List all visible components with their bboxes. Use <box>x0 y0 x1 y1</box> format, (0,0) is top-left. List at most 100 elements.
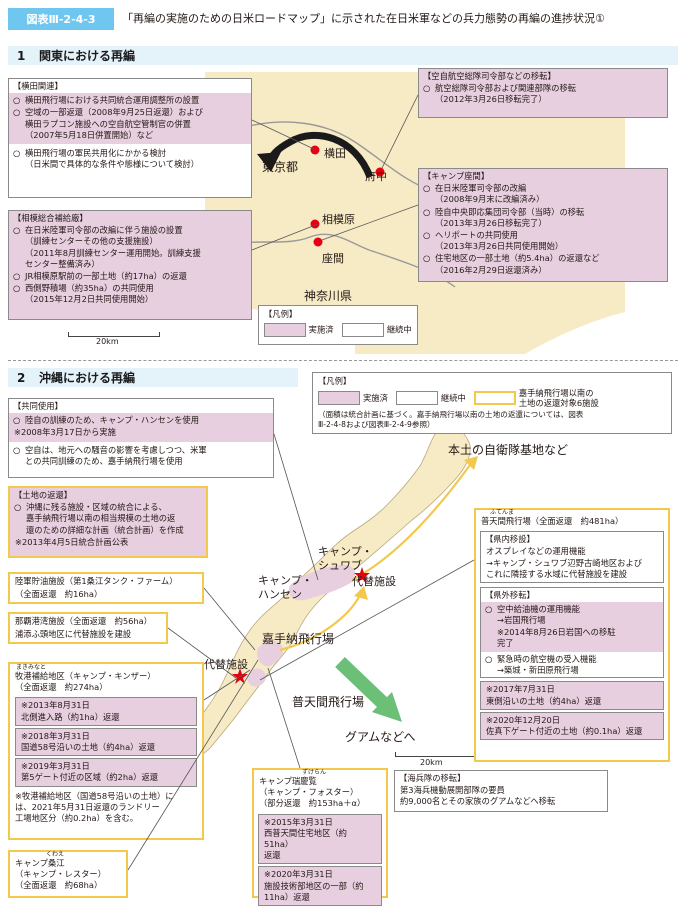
marines-text: 第3海兵機動展開部隊の要員 約9,000名とその家族のグアムなどへ移転 <box>400 785 556 807</box>
legend2-target-label: 嘉手納飛行場以南の 土地の返還対象6施設 <box>518 388 599 409</box>
arrow-to-guam-head <box>372 692 402 722</box>
kinser-box: まきみなと 牧港補給地区（キャンプ・キンザー） （全面返還 約274ha） ※2… <box>8 662 204 840</box>
zama-label: 座間 <box>322 252 344 265</box>
kinser-note: ※牧港補給地区（国道58号沿いの土地）に は、2021年5月31日返還のランドリ… <box>15 790 174 824</box>
sagami-item-3: ○西側野積場（約35ha）の共同使用 （2015年12月2日共同使用開始） <box>13 283 154 305</box>
sagami-item-2: ○JR相模原駅前の一部土地（約17ha）の返還 <box>13 271 187 282</box>
zama-item-3: ○ヘリポートの共同使用 （2013年3月26日共同使用開始） <box>423 230 564 252</box>
joint-use-item-2: 空自は、地元への騒音の影響を考慮しつつ、米軍 との共同訓練のため、嘉手納飛行場を… <box>25 444 207 466</box>
legend2-done-swatch <box>318 391 360 406</box>
legend-done-swatch <box>264 323 306 338</box>
kanagawa-label: 神奈川県 <box>304 289 353 303</box>
section2-legend: 【凡例】 実施済 継続中 嘉手納飛行場以南の 土地の返還対象6施設 （面積は統合… <box>312 372 672 434</box>
foster-return-1: ※2015年3月31日 西普天間住宅地区（約51ha） 返還 <box>258 813 382 865</box>
legend-ongoing-swatch <box>342 323 385 338</box>
kadena-label: 嘉手納飛行場 <box>262 632 335 646</box>
foster-ruby: ずけらん <box>302 769 327 776</box>
legend2-ongoing-swatch <box>395 391 438 406</box>
lester-box: くわえ キャンプ桑江 （キャンプ・レスター） （全面返還 約68ha） <box>8 850 128 898</box>
futenma-return-1: ※2017年7月31日 東側沿いの土地（約4ha）返還 <box>480 681 664 710</box>
legend-ongoing-label: 継続中 <box>386 324 412 335</box>
section1-legend-title: 【凡例】 <box>264 309 298 319</box>
futenma-out-pref-item-1: ○空中給油機の運用機能 →岩国飛行場 ※2014年8月26日岩国への移駐 完了 <box>485 604 616 648</box>
futenma-in-pref-title: 【県内移設】 <box>485 534 535 545</box>
section1-legend: 【凡例】 実施済 継続中 <box>258 305 418 345</box>
kinser-return-2: ※2018年3月31日 国道58号沿いの土地（約4ha）返還 <box>15 727 197 757</box>
yokota-item-2: ○空域の一部返還（2008年9月25日返還）および 横田ラプコン施設への空自航空… <box>13 107 203 140</box>
figure-number-tag: 図表Ⅲ-2-4-3 <box>8 8 114 30</box>
legend-done-label: 実施済 <box>308 324 334 335</box>
airdefense-box: 【空自航空総隊司令部などの移転】 ○航空総隊司令部および関連部隊の移転 （201… <box>418 68 668 118</box>
mainland-label: 本土の自衛隊基地など <box>448 443 569 457</box>
kuwae-tank-title: 陸軍貯油施設（第1桑江タンク・ファーム） <box>15 576 178 586</box>
tokyo-label: 東京都 <box>262 160 299 174</box>
section2-title: 沖縄における再編 <box>39 371 136 385</box>
joint-use-box: 【共同使用】 ○陸自の訓練のため、キャンプ・ハンセンを使用 ※2008年3月17… <box>8 398 274 478</box>
foster-box: ずけらん キャンプ瑞慶覧 （キャンプ・フォスター） （部分返還 約153ha＋α… <box>252 768 388 906</box>
yokota-item-3: ○横田飛行場の軍民共用化にかかる検討 （日米間で具体的な条件や態様について検討） <box>13 148 199 170</box>
lester-ruby: くわえ <box>46 851 65 858</box>
schwab-label: キャンプ・ シュワブ <box>318 545 373 572</box>
alt-facility-north-label: 代替施設 <box>352 575 396 588</box>
okinawa-scale-label: 20km <box>420 758 443 767</box>
relocation-arrow-head <box>257 152 281 172</box>
zama-dot <box>313 237 323 247</box>
zama-box: 【キャンプ座間】 ○在日米陸軍司令部の改編 （2008年9月末に改編済み） ○陸… <box>418 168 668 282</box>
sagami-box-title: 【相模総合補給廠】 <box>13 213 88 223</box>
okinawa-scale-bar <box>395 752 475 757</box>
kanto-scale-bar <box>68 332 160 337</box>
futenma-return-2: ※2020年12月20日 佐真下ゲート付近の土地（約0.1ha）返還 <box>480 711 664 741</box>
kuwae-tank-sub: （全面返還 約16ha） <box>15 589 103 600</box>
futenma-in-pref-box: 【県内移設】 オスプレイなどの運用機能 →キャンプ・シュワブ辺野古崎地区および … <box>480 531 664 584</box>
section2-heading: 2 沖縄における再編 <box>8 368 298 387</box>
legend2-ongoing-label: 継続中 <box>440 392 466 403</box>
zama-item-4: ○住宅地区の一部土地（約5.4ha）の返還など （2016年2月29日返還済み） <box>423 253 600 275</box>
naha-port-box: 那覇港湾施設（全面返還 約56ha） 浦添ふ頭地区に代替施設を建設 <box>8 612 168 644</box>
naha-port-title: 那覇港湾施設（全面返還 約56ha） <box>15 616 153 626</box>
futenma-out-pref-title: 【県外移転】 <box>485 590 535 601</box>
sagami-box: 【相模総合補給廠】 ○在日米陸軍司令部の改編に伴う施設の設置 （訓練センターその… <box>8 210 252 320</box>
kinser-title: 牧港補給地区（キャンプ・キンザー） （全面返還 約274ha） <box>15 671 156 693</box>
sagamihara-label: 相模原 <box>322 213 355 226</box>
sagamihara-dot <box>310 219 320 229</box>
joint-use-item-1: 陸自の訓練のため、キャンプ・ハンセンを使用 <box>25 415 199 426</box>
fuchu-dot <box>375 167 385 177</box>
naha-port-sub: 浦添ふ頭地区に代替施設を建設 <box>15 629 132 640</box>
land-return-box: 【土地の返還】 ○沖縄に残る施設・区域の統合による、 嘉手納飛行場以南の相当規模… <box>8 486 208 558</box>
sagami-item-1: ○在日米陸軍司令部の改編に伴う施設の設置 （訓練センターその他の支援施設） （2… <box>13 225 201 269</box>
marines-box: 【海兵隊の移転】 第3海兵機動展開部隊の要員 約9,000名とその家族のグアムな… <box>394 770 608 812</box>
kanto-sea-east <box>525 312 625 354</box>
figure-title: 「再編の実施のための日米ロードマップ」に示された在日米軍などの兵力態勢の再編の進… <box>122 12 605 25</box>
futenma-in-pref-text: オスプレイなどの運用機能 →キャンプ・シュワブ辺野古崎地区および これに隣接する… <box>486 546 643 579</box>
joint-use-note-1: ※2008年3月17日から実施 <box>14 427 116 438</box>
yokota-item-1: ○横田飛行場における共同統合運用調整所の設置 <box>13 95 200 106</box>
airdefense-item-1: ○航空総隊司令部および関連部隊の移転 （2012年3月26日移転完了） <box>423 83 577 105</box>
kinser-return-1: ※2013年8月31日 北側進入路（約1ha）返還 <box>15 697 197 726</box>
foster-title: キャンプ瑞慶覧 （キャンプ・フォスター） （部分返還 約153ha＋α） <box>259 776 366 809</box>
zama-item-2: ○陸自中央即応集団司令部（当時）の移転 （2013年3月26日移転完了） <box>423 206 585 228</box>
section1-heading: 1 関東における再編 <box>8 46 678 65</box>
section1-title: 関東における再編 <box>39 49 136 63</box>
kinser-return-3: ※2019年3月31日 第5ゲート付近の区域（約2ha）返還 <box>15 758 197 787</box>
kanto-scale-label: 20km <box>96 337 119 346</box>
zama-item-1: ○在日米陸軍司令部の改編 （2008年9月末に改編済み） <box>423 183 545 205</box>
land-return-title: 【土地の返還】 <box>14 490 73 500</box>
legend2-note: （面積は統合計画に基づく。嘉手納飛行場以南の土地の返還については、図表 Ⅲ-2-… <box>318 410 584 429</box>
legend2-done-label: 実施済 <box>363 392 388 403</box>
hansen-label: キャンプ・ ハンセン <box>258 574 313 601</box>
legend2-target-swatch <box>473 391 516 406</box>
yokota-label: 横田 <box>324 147 346 160</box>
section2-legend-title: 【凡例】 <box>318 376 352 386</box>
section1-number: 1 <box>17 48 26 63</box>
land-return-note: ※2013年4月5日統合計画公表 <box>15 536 129 547</box>
kinser-ruby: まきみなと <box>16 664 47 671</box>
futenma-out-pref-item-2: ○緊急時の航空機の受入機能 →築城・新田原飛行場 <box>485 654 597 676</box>
kuwae-tank-box: 陸軍貯油施設（第1桑江タンク・ファーム） （全面返還 約16ha） <box>8 572 204 604</box>
joint-use-title: 【共同使用】 <box>13 401 63 411</box>
section2-number: 2 <box>17 370 26 385</box>
guam-label: グアムなどへ <box>345 730 416 744</box>
airdefense-box-title: 【空自航空総隊司令部などの移転】 <box>423 71 556 81</box>
lester-title: キャンプ桑江 （キャンプ・レスター） （全面返還 約68ha） <box>15 858 107 891</box>
land-return-item: 沖縄に残る施設・区域の統合による、 嘉手納飛行場以南の相当規模の土地の返 還のた… <box>26 502 184 535</box>
yokota-box-title: 【横田関連】 <box>13 81 63 91</box>
